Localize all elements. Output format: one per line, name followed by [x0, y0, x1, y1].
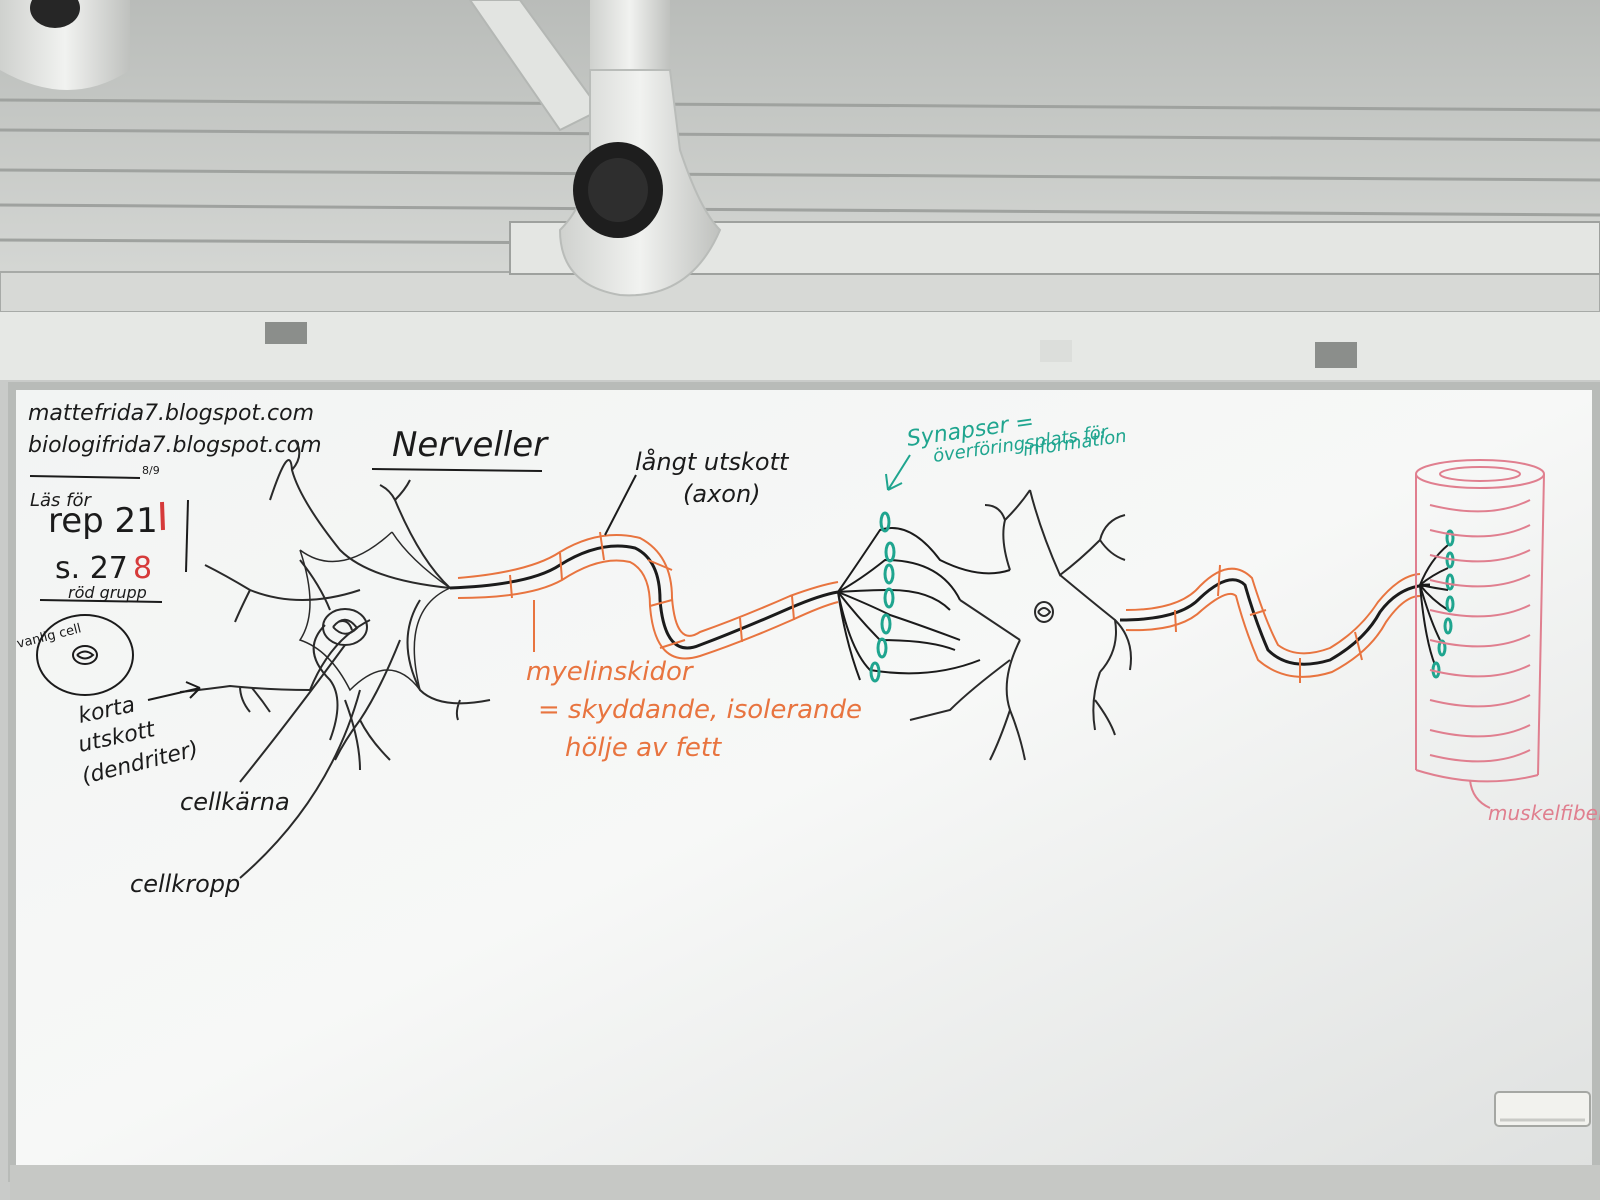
diagram-labels: långt utskott (axon) korta utskott (dend… — [76, 409, 1600, 898]
page-ref: s. 27 — [55, 551, 128, 586]
myelin-label-1: myelinskidor — [526, 657, 695, 687]
board-title: Nerveller — [392, 425, 549, 465]
axon-1 — [449, 474, 839, 660]
myelin-label-2: = skyddande, isolerande — [538, 695, 862, 725]
neuron-1 — [179, 439, 491, 879]
map-rail-hooks — [265, 322, 1357, 368]
nucleus-label: cellkärna — [180, 788, 290, 816]
synapse-arrow — [885, 454, 911, 491]
red-1-marker — [160, 501, 165, 531]
title-underline — [371, 468, 543, 472]
neuron-2 — [909, 489, 1132, 761]
synapse-markers — [869, 511, 896, 683]
muscle-synapses — [1431, 529, 1455, 679]
ceiling-lamp-center — [468, 0, 722, 297]
rod-grupp: röd grupp — [68, 583, 147, 602]
url-biologi: biologifrida7.blogspot.com — [28, 433, 322, 458]
ceiling-rails — [0, 98, 1600, 250]
axon-label-1: långt utskott — [635, 447, 790, 476]
ceiling-beam — [0, 271, 1600, 313]
rep-text: rep 21 — [48, 501, 158, 541]
url-matte: mattefrida7.blogspot.com — [28, 401, 314, 426]
ordinary-cell-drawing — [36, 614, 134, 696]
axon-label-2: (axon) — [683, 480, 761, 508]
wall-strip — [0, 312, 1600, 380]
url-note: 8/9 — [142, 464, 160, 477]
muscle-label: muskelfiber — [1488, 801, 1600, 825]
eraser — [1494, 1091, 1591, 1127]
axon-pointer — [604, 474, 637, 536]
page-ref-digit: 8 — [133, 551, 152, 586]
myelin-sheath-2 — [1125, 567, 1421, 678]
muscle-fiber — [1415, 459, 1545, 809]
axon-2 — [1119, 564, 1431, 683]
axon-terminals-2 — [1419, 544, 1449, 666]
dendrites-arrow — [147, 681, 201, 701]
cellbody-label: cellkropp — [130, 870, 240, 898]
whiteboard — [16, 390, 1592, 1170]
las-for: Läs för — [30, 490, 93, 511]
marker-tray — [10, 1165, 1600, 1200]
ceiling-lamp-left — [0, 0, 130, 90]
myelin-label-3: hölje av fett — [565, 733, 722, 763]
